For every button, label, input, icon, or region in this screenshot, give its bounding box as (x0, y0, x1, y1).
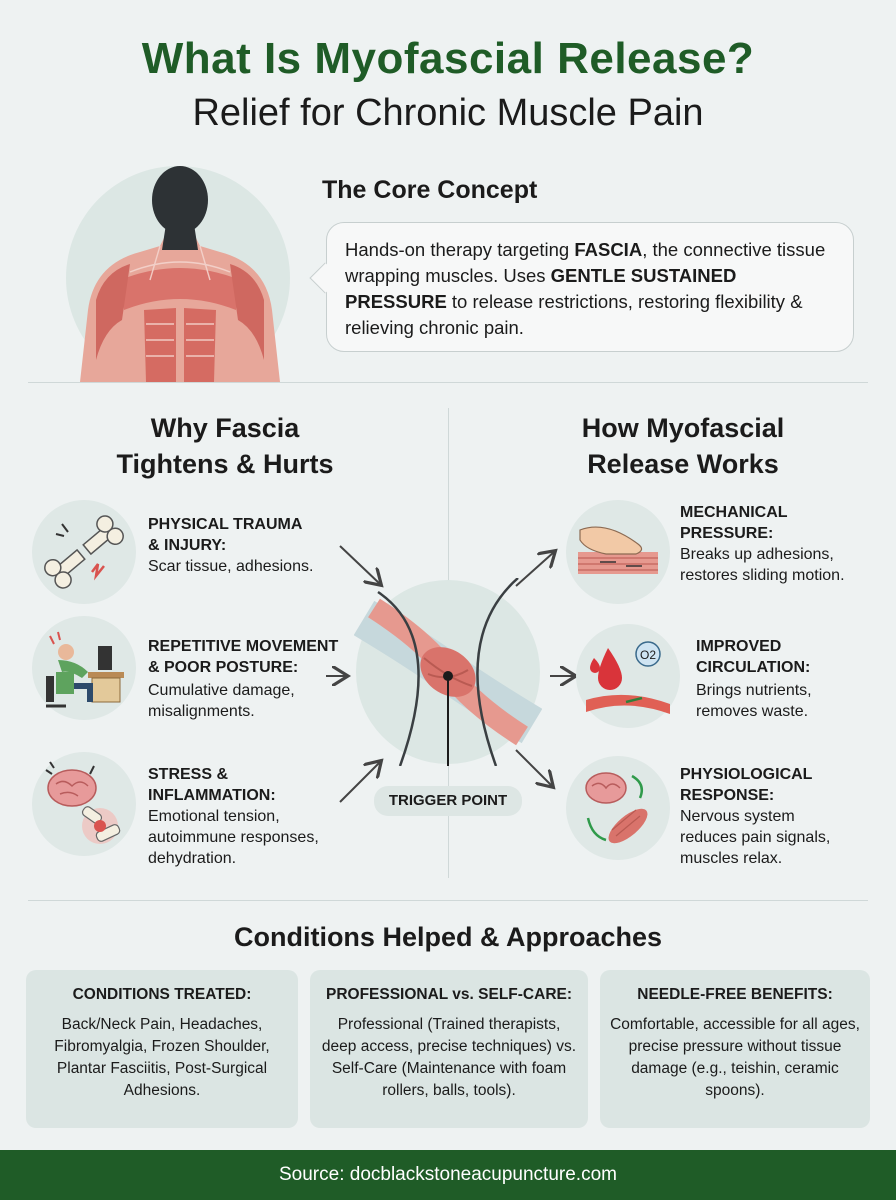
how-item-1-head-1: IMPROVED (696, 638, 782, 655)
brain-joint-icon (32, 752, 136, 856)
card-2-head: NEEDLE-FREE BENEFITS: (637, 986, 833, 1003)
desk-worker-icon (32, 616, 136, 720)
how-item-1-desc-2: removes waste. (696, 703, 809, 720)
blood-oxygen-icon: O2 (576, 624, 680, 728)
trigger-point-label: TRIGGER POINT (374, 786, 522, 816)
why-item-stress-heading: STRESS & INFLAMMATION: (148, 764, 276, 806)
why-item-2-head-2: INFLAMMATION: (148, 787, 276, 804)
page-subtitle: Relief for Chronic Muscle Pain (192, 92, 704, 134)
why-item-1-head-1: REPETITIVE MOVEMENT (148, 638, 339, 655)
conditions-title: Conditions Helped & Approaches (233, 922, 663, 952)
how-item-0-head-2: PRESSURE: (680, 525, 774, 542)
why-item-2-desc-2: autoimmune responses, (148, 829, 319, 846)
card-conditions-treated: CONDITIONS TREATED: Back/Neck Pain, Head… (26, 970, 298, 1128)
why-title-line2: Tightens & Hurts (116, 449, 334, 479)
core-bold-pressure: GENTLE SUSTAINED PRESSURE (345, 265, 737, 312)
core-bold-fascia: FASCIA (574, 239, 643, 260)
how-item-mechanical-heading: MECHANICAL PRESSURE: (680, 502, 788, 544)
how-item-2-desc-2: reduces pain signals, (680, 829, 831, 846)
why-item-2-desc-3: dehydration. (148, 850, 237, 867)
core-concept-bubble: Hands-on therapy targeting FASCIA, the c… (309, 222, 854, 352)
how-item-mechanical-desc: Breaks up adhesions, restores sliding mo… (680, 544, 845, 586)
how-item-0-head-1: MECHANICAL (680, 504, 788, 521)
why-item-2-head-1: STRESS & (148, 766, 229, 783)
why-item-trauma-desc: Scar tissue, adhesions. (148, 556, 313, 577)
why-item-0-desc-1: Scar tissue, adhesions. (148, 558, 314, 575)
o2-label: O2 (640, 648, 656, 662)
card-needle-free-benefits: NEEDLE-FREE BENEFITS: Comfortable, acces… (600, 970, 870, 1128)
why-item-1-desc-1: Cumulative damage, (148, 682, 295, 699)
core-concept-heading: The Core Concept (322, 176, 538, 204)
how-release-works-title: How Myofascial Release Works (530, 410, 836, 482)
card-professional-vs-self-care: PROFESSIONAL vs. SELF-CARE: Professional… (310, 970, 588, 1128)
how-title-line1: How Myofascial (581, 413, 785, 443)
card-1-body: Professional (Trained therapists, deep a… (321, 1016, 577, 1099)
how-item-2-desc-3: muscles relax. (680, 850, 783, 867)
why-title-line1: Why Fascia (150, 413, 300, 443)
card-2-body: Comfortable, accessible for all ages, pr… (610, 1016, 860, 1099)
how-item-0-desc-1: Breaks up adhesions, (680, 546, 834, 563)
core-text-2: , the connective tissue wrapping muscles… (345, 239, 826, 286)
why-item-1-desc-2: misalignments. (148, 703, 255, 720)
core-text-1: Hands-on therapy targeting (345, 239, 575, 260)
section-divider-top (28, 382, 868, 383)
why-item-2-desc-1: Emotional tension, (148, 808, 280, 825)
how-item-circulation-desc: Brings nutrients, removes waste. (696, 680, 812, 722)
card-0-head: CONDITIONS TREATED: (72, 986, 252, 1003)
muscle-anatomy-torso-icon (60, 160, 300, 390)
source-footer: Source: docblackstoneacupuncture.com (0, 1150, 896, 1200)
trigger-point-muscle-icon (353, 577, 543, 767)
how-title-line2: Release Works (587, 449, 779, 479)
card-0-body: Back/Neck Pain, Headaches, Fibromyalgia,… (54, 1016, 270, 1099)
how-item-1-head-2: CIRCULATION: (696, 659, 811, 676)
why-item-stress-desc: Emotional tension, autoimmune responses,… (148, 806, 319, 869)
hand-pressure-icon (566, 500, 670, 604)
how-item-2-head-1: PHYSIOLOGICAL (680, 766, 813, 783)
why-item-posture-desc: Cumulative damage, misalignments. (148, 680, 295, 722)
why-fascia-title: Why Fascia Tightens & Hurts (80, 410, 370, 482)
how-item-1-desc-1: Brings nutrients, (696, 682, 812, 699)
broken-bone-icon (32, 500, 136, 604)
how-item-circulation-heading: IMPROVED CIRCULATION: (696, 636, 810, 678)
why-item-0-head-2: & INJURY: (148, 537, 227, 554)
how-item-2-head-2: RESPONSE: (680, 787, 775, 804)
why-item-1-head-2: & POOR POSTURE: (148, 659, 299, 676)
brain-muscle-icon (566, 756, 670, 860)
why-item-posture-heading: REPETITIVE MOVEMENT & POOR POSTURE: (148, 636, 338, 678)
core-text-3: to release restrictions, restoring flexi… (345, 291, 803, 338)
card-1-head: PROFESSIONAL vs. SELF-CARE: (325, 986, 573, 1003)
how-item-physiological-desc: Nervous system reduces pain signals, mus… (680, 806, 830, 869)
how-item-0-desc-2: restores sliding motion. (680, 567, 845, 584)
speech-tail (309, 262, 341, 294)
how-item-2-desc-1: Nervous system (680, 808, 795, 825)
how-item-physiological-heading: PHYSIOLOGICAL RESPONSE: (680, 764, 812, 806)
why-item-0-head-1: PHYSICAL TRAUMA (148, 516, 303, 533)
section-divider-bottom (28, 900, 868, 901)
page-title: What Is Myofascial Release? (141, 34, 755, 83)
why-item-trauma-heading: PHYSICAL TRAUMA & INJURY: (148, 514, 302, 556)
